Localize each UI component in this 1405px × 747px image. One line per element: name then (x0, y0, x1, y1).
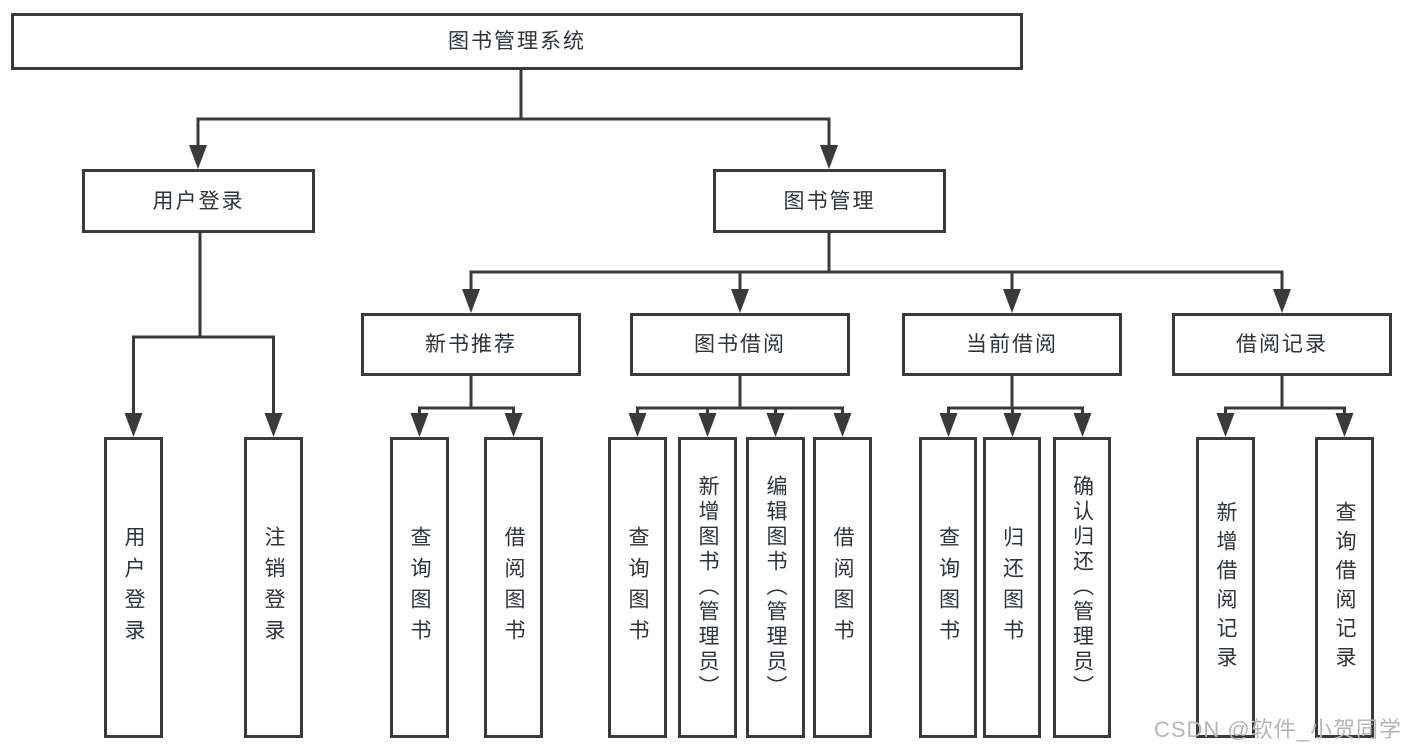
leaf-newbooks-query-label: 查询图书 (408, 525, 431, 650)
arrow-icon (1073, 413, 1092, 437)
arrow-icon (731, 289, 749, 313)
leaf-records-add-label: 新增借阅记录 (1214, 500, 1237, 675)
csdn-watermark: CSDN @软件_小贺同学 (1153, 717, 1402, 742)
arrow-icon (766, 413, 785, 437)
leaf-records-add: 新增借阅记录 (1196, 437, 1255, 738)
arrow-icon (264, 413, 283, 437)
leaf-newbooks-query: 查询图书 (390, 437, 449, 738)
leaf-borrowing-query: 查询图书 (608, 437, 667, 738)
node-borrowing: 图书借阅 (630, 313, 850, 376)
node-new-books-label: 新书推荐 (425, 333, 517, 356)
node-book-management-label: 图书管理 (783, 189, 876, 213)
leaf-user-login-label: 用户登录 (122, 525, 145, 650)
connector-user-login (132, 233, 275, 418)
node-current-borrowing: 当前借阅 (902, 313, 1122, 376)
arrow-icon (628, 413, 647, 437)
leaf-current-return-label: 归还图书 (1000, 525, 1024, 650)
leaf-borrowing-borrow: 借阅图书 (813, 437, 872, 738)
node-new-books: 新书推荐 (361, 313, 581, 376)
arrow-icon (189, 145, 207, 169)
arrow-icon (124, 413, 143, 437)
leaf-current-query: 查询图书 (919, 437, 977, 738)
arrow-icon (1003, 289, 1021, 313)
leaf-borrowing-add-label: 新增图书（管理员） (696, 475, 719, 700)
arrowheads (124, 145, 1354, 437)
leaf-borrowing-edit: 编辑图书（管理员） (746, 437, 805, 738)
leaf-logout-label: 注销登录 (262, 525, 285, 650)
leaf-newbooks-borrow-label: 借阅图书 (502, 525, 525, 650)
connector-book-management (469, 233, 1284, 294)
leaf-user-login: 用户登录 (104, 437, 163, 738)
node-book-management: 图书管理 (713, 169, 946, 233)
connector-borrowing (636, 376, 844, 418)
arrow-icon (410, 413, 429, 437)
arrow-icon (1003, 413, 1022, 437)
node-root-label: 图书管理系统 (448, 30, 586, 53)
arrow-icon (820, 145, 838, 169)
arrow-icon (462, 289, 480, 313)
leaf-current-confirm-return: 确认归还（管理员） (1053, 437, 1111, 738)
connector-records (1224, 376, 1346, 418)
leaf-borrowing-edit-label: 编辑图书（管理员） (764, 475, 787, 700)
arrow-icon (939, 413, 958, 437)
node-user-login-label: 用户登录 (152, 189, 245, 213)
leaf-newbooks-borrow: 借阅图书 (484, 437, 543, 738)
leaf-borrowing-borrow-label: 借阅图书 (831, 525, 854, 650)
connector-current (947, 376, 1084, 418)
leaf-borrowing-add: 新增图书（管理员） (678, 437, 737, 738)
arrow-icon (504, 413, 523, 437)
node-current-borrowing-label: 当前借阅 (966, 333, 1058, 356)
connector-new-books (418, 376, 515, 418)
leaf-current-query-label: 查询图书 (936, 525, 960, 650)
arrow-icon (1273, 289, 1291, 313)
arrow-icon (1216, 413, 1235, 437)
leaf-logout: 注销登录 (244, 437, 303, 738)
node-borrow-records: 借阅记录 (1172, 313, 1392, 376)
node-borrow-records-label: 借阅记录 (1236, 333, 1328, 356)
node-borrowing-label: 图书借阅 (694, 333, 786, 356)
leaf-borrowing-query-label: 查询图书 (626, 525, 649, 650)
arrow-icon (1335, 413, 1354, 437)
connector-root (196, 69, 831, 150)
arrow-icon (698, 413, 717, 437)
arrow-icon (833, 413, 852, 437)
node-root: 图书管理系统 (11, 13, 1023, 70)
leaf-records-query-label: 查询借阅记录 (1333, 500, 1356, 675)
node-user-login: 用户登录 (82, 169, 315, 233)
leaf-records-query: 查询借阅记录 (1315, 437, 1374, 738)
leaf-current-confirm-return-label: 确认归还（管理员） (1070, 475, 1094, 700)
leaf-current-return: 归还图书 (983, 437, 1041, 738)
